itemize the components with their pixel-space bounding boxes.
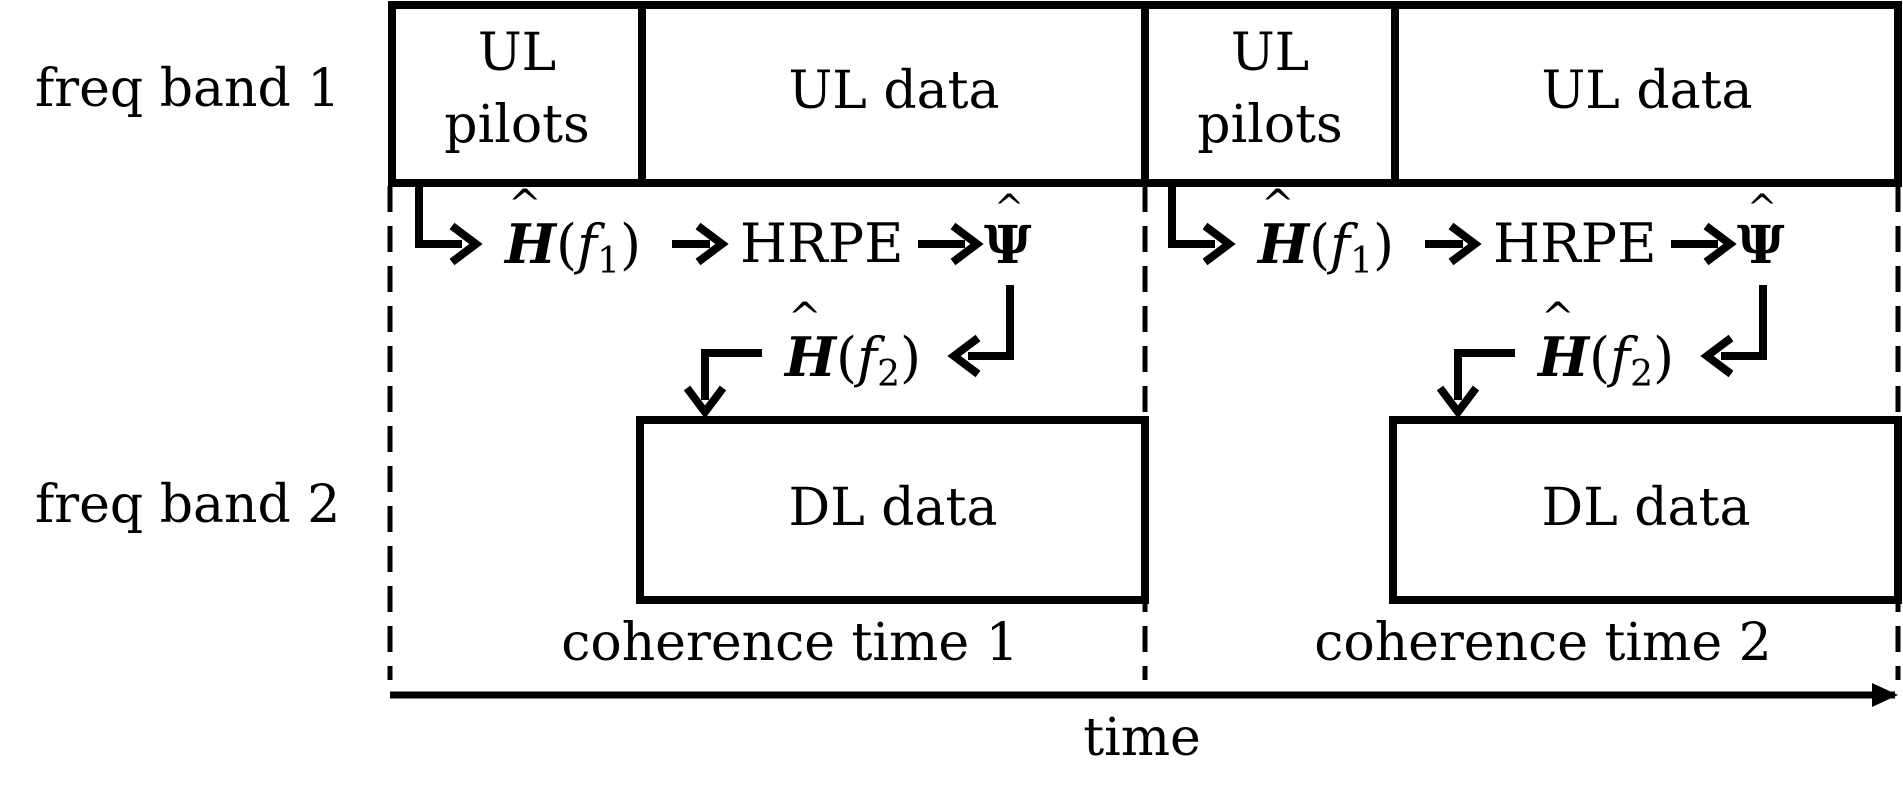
pilot-to-estimate-arrow-2	[1168, 186, 1215, 248]
ul-data-block-2	[1391, 1, 1902, 187]
arrowhead	[947, 334, 981, 378]
h-hat-2: ^	[788, 295, 822, 341]
psi-estimate-1: Ψ	[984, 215, 1032, 276]
hrpe-label-1: HRPE	[740, 212, 904, 275]
arrowhead	[1202, 222, 1236, 266]
coherence-time-label-1: coherence time 1	[561, 613, 1018, 673]
h2-to-dl-arrow-1	[701, 349, 762, 400]
row-label-band1: freq band 1	[35, 59, 340, 119]
ul-data-label-1: UL data	[788, 61, 999, 121]
h-f2-estimate-1: H(f2)	[783, 325, 921, 395]
ul-data-label-2: UL data	[1541, 61, 1752, 121]
psi-estimate-2: Ψ	[1737, 215, 1785, 276]
arrowhead	[1700, 334, 1734, 378]
coherence-period-1: UL pilots UL data DL data H(f1) ^ HRPE Ψ…	[388, 1, 1149, 673]
h-hat-1: ^	[508, 182, 542, 228]
row-label-band2: freq band 2	[35, 475, 340, 535]
dl-data-label-1: DL data	[789, 478, 998, 538]
coherence-period-2: UL pilots UL data DL data H(f1) ^ HRPE Ψ…	[1141, 1, 1902, 673]
hrpe-label-2: HRPE	[1493, 212, 1657, 275]
ul-pilots-label-2b: pilots	[1197, 95, 1342, 155]
arrowhead	[950, 222, 984, 266]
psi-to-h2-arrow-2	[1721, 285, 1767, 360]
ul-pilots-label-2a: UL	[1231, 23, 1309, 83]
psi-hat-1: ^	[994, 188, 1024, 229]
dl-data-label-2: DL data	[1542, 478, 1751, 538]
psi-hat-2: ^	[1747, 188, 1777, 229]
ul-pilots-label-1a: UL	[478, 23, 556, 83]
psi-to-h2-arrow-1	[968, 285, 1014, 360]
pilot-to-estimate-arrow-1	[415, 186, 462, 248]
h-hat-4: ^	[1541, 295, 1575, 341]
time-axis-label: time	[1083, 708, 1201, 768]
h-f2-estimate-2: H(f2)	[1536, 325, 1674, 395]
ul-pilots-label-1b: pilots	[444, 95, 589, 155]
arrowhead	[1436, 385, 1480, 419]
h2-to-dl-arrow-2	[1454, 349, 1515, 400]
h-hat-3: ^	[1261, 182, 1295, 228]
h-f1-estimate-2: H(f1)	[1256, 212, 1394, 282]
arrowhead	[695, 222, 729, 266]
arrowhead	[1448, 222, 1482, 266]
arrowhead	[1703, 222, 1737, 266]
arrowhead	[449, 222, 483, 266]
coherence-time-label-2: coherence time 2	[1314, 613, 1771, 673]
h-f1-estimate-1: H(f1)	[503, 212, 641, 282]
arrowhead	[683, 385, 727, 419]
time-axis-arrowhead	[1872, 683, 1898, 707]
